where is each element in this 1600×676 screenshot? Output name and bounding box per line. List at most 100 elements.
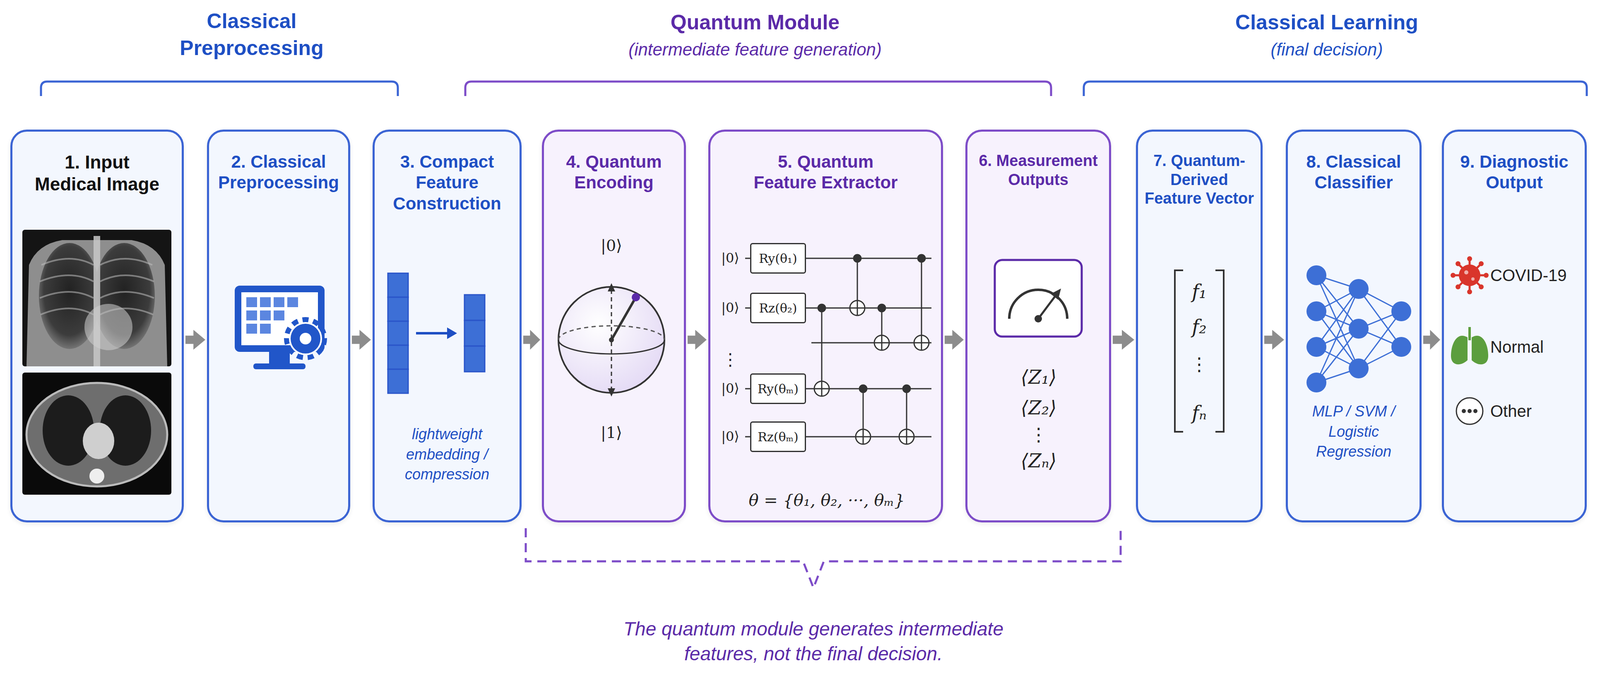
quantum-circuit bbox=[821, 307, 823, 397]
neural-network-icon bbox=[1316, 275, 1359, 369]
lungs-icon bbox=[1450, 327, 1489, 365]
virus-icon bbox=[1450, 256, 1489, 295]
expectation-value: ⟨Zₙ⟩ bbox=[1020, 448, 1057, 474]
xray-image bbox=[38, 243, 101, 349]
lungs-icon bbox=[1471, 335, 1489, 365]
computer-icon bbox=[299, 332, 312, 345]
quantum-circuit bbox=[855, 429, 871, 445]
computer-icon bbox=[259, 323, 271, 334]
flow-arrow bbox=[687, 329, 707, 350]
neural-network-icon bbox=[1358, 311, 1402, 329]
vector-bracket bbox=[1215, 270, 1224, 432]
ellipsis: ⋮ bbox=[721, 348, 739, 371]
bloch-sphere bbox=[558, 339, 665, 354]
neural-network-icon bbox=[1316, 368, 1359, 383]
qubit-init: |0⟩ bbox=[721, 428, 740, 446]
section-bracket bbox=[465, 81, 1052, 97]
quantum-circuit bbox=[856, 258, 859, 316]
bloch-sphere bbox=[608, 337, 614, 343]
section-bracket bbox=[40, 81, 1587, 97]
feature-compression-icon bbox=[387, 297, 409, 322]
lungs-icon bbox=[1468, 327, 1471, 341]
bloch-sphere bbox=[611, 297, 636, 340]
flow-arrow bbox=[185, 329, 206, 350]
flow-arrow bbox=[1264, 329, 1285, 350]
neural-network-icon bbox=[1358, 328, 1402, 347]
quantum-circuit bbox=[917, 254, 926, 263]
computer-icon bbox=[234, 285, 325, 370]
section-bracket bbox=[1083, 81, 1587, 97]
quantum-circuit bbox=[874, 335, 890, 351]
virus-icon bbox=[1450, 272, 1456, 278]
quantum-circuit bbox=[745, 307, 932, 309]
feature-entry: f₂ bbox=[1191, 314, 1207, 340]
virus-icon bbox=[1469, 263, 1482, 276]
qubit-init: |0⟩ bbox=[721, 299, 740, 317]
quantum-circuit bbox=[745, 254, 932, 445]
lungs-icon bbox=[1450, 335, 1468, 365]
neural-network-icon bbox=[1306, 265, 1327, 286]
quantum-circuit bbox=[855, 429, 871, 445]
feature-compression-icon bbox=[416, 332, 448, 335]
box-title: 8. Classical Classifier bbox=[1289, 151, 1418, 194]
flow-arrow bbox=[1112, 329, 1135, 350]
ct-image bbox=[42, 395, 94, 466]
quantum-circuit bbox=[745, 388, 932, 390]
process-box: 5. Quantum Feature ExtractorRy(θ₁)Rz(θ₂)… bbox=[708, 129, 944, 523]
feature-compression-icon bbox=[387, 369, 409, 394]
neural-network-icon bbox=[1316, 275, 1359, 329]
neural-network-icon bbox=[1316, 311, 1359, 369]
bloch-sphere bbox=[631, 293, 640, 302]
flow-arrow bbox=[523, 329, 541, 350]
computer-icon bbox=[234, 285, 325, 352]
feature-compression-icon bbox=[387, 321, 409, 346]
other-icon bbox=[1473, 409, 1478, 414]
computer-icon bbox=[259, 297, 271, 308]
meter-icon bbox=[1050, 288, 1062, 300]
section-subtitle: (intermediate feature generation) bbox=[628, 38, 882, 62]
neural-network-icon bbox=[1358, 288, 1402, 347]
meter-icon bbox=[1009, 289, 1068, 319]
process-box: 8. Classical ClassifierMLP / SVM / Logis… bbox=[1285, 129, 1422, 523]
virus-icon bbox=[1467, 256, 1473, 262]
section-title: Classical Learning bbox=[1235, 9, 1419, 37]
flow-arrow bbox=[1423, 329, 1441, 350]
box-title: 7. Quantum-Derived Feature Vector bbox=[1138, 151, 1261, 209]
virus-icon bbox=[1458, 264, 1481, 287]
neural-network-icon bbox=[1316, 288, 1359, 312]
bloch-sphere bbox=[558, 283, 665, 397]
virus-icon bbox=[1455, 284, 1461, 290]
neural-network-icon bbox=[1306, 265, 1412, 393]
expectation-value: ⟨Z₁⟩ bbox=[1020, 365, 1057, 390]
qubit-init: |0⟩ bbox=[721, 380, 740, 398]
feature-compression-icon bbox=[464, 294, 485, 321]
ct-image bbox=[22, 372, 172, 495]
quantum-circuit bbox=[859, 384, 867, 393]
computer-icon bbox=[273, 310, 285, 321]
dashed-bracket bbox=[525, 528, 1121, 588]
bloch-sphere bbox=[611, 289, 613, 390]
virus-icon bbox=[1469, 274, 1487, 277]
quantum-circuit bbox=[878, 304, 886, 312]
section-title: Quantum Module bbox=[670, 9, 840, 37]
neural-network-icon bbox=[1358, 346, 1402, 369]
computer-icon bbox=[253, 363, 306, 370]
process-box: 4. Quantum Encoding bbox=[541, 129, 686, 523]
computer-icon bbox=[289, 322, 322, 355]
neural-network-icon bbox=[1316, 275, 1402, 383]
xray-image bbox=[93, 235, 101, 367]
neural-network-icon bbox=[1316, 328, 1359, 383]
neural-network-icon bbox=[1316, 288, 1359, 383]
neural-network-icon bbox=[1316, 311, 1359, 329]
computer-icon bbox=[246, 297, 258, 308]
bloch-sphere bbox=[607, 283, 616, 292]
ct-image bbox=[89, 468, 105, 484]
process-box: 9. Diagnostic Output bbox=[1441, 129, 1587, 523]
virus-icon bbox=[1478, 261, 1484, 267]
feature-entry: fₙ bbox=[1191, 400, 1207, 426]
virus-icon bbox=[1468, 258, 1471, 276]
quantum-circuit bbox=[849, 300, 865, 316]
ket-label: |1⟩ bbox=[600, 422, 623, 443]
